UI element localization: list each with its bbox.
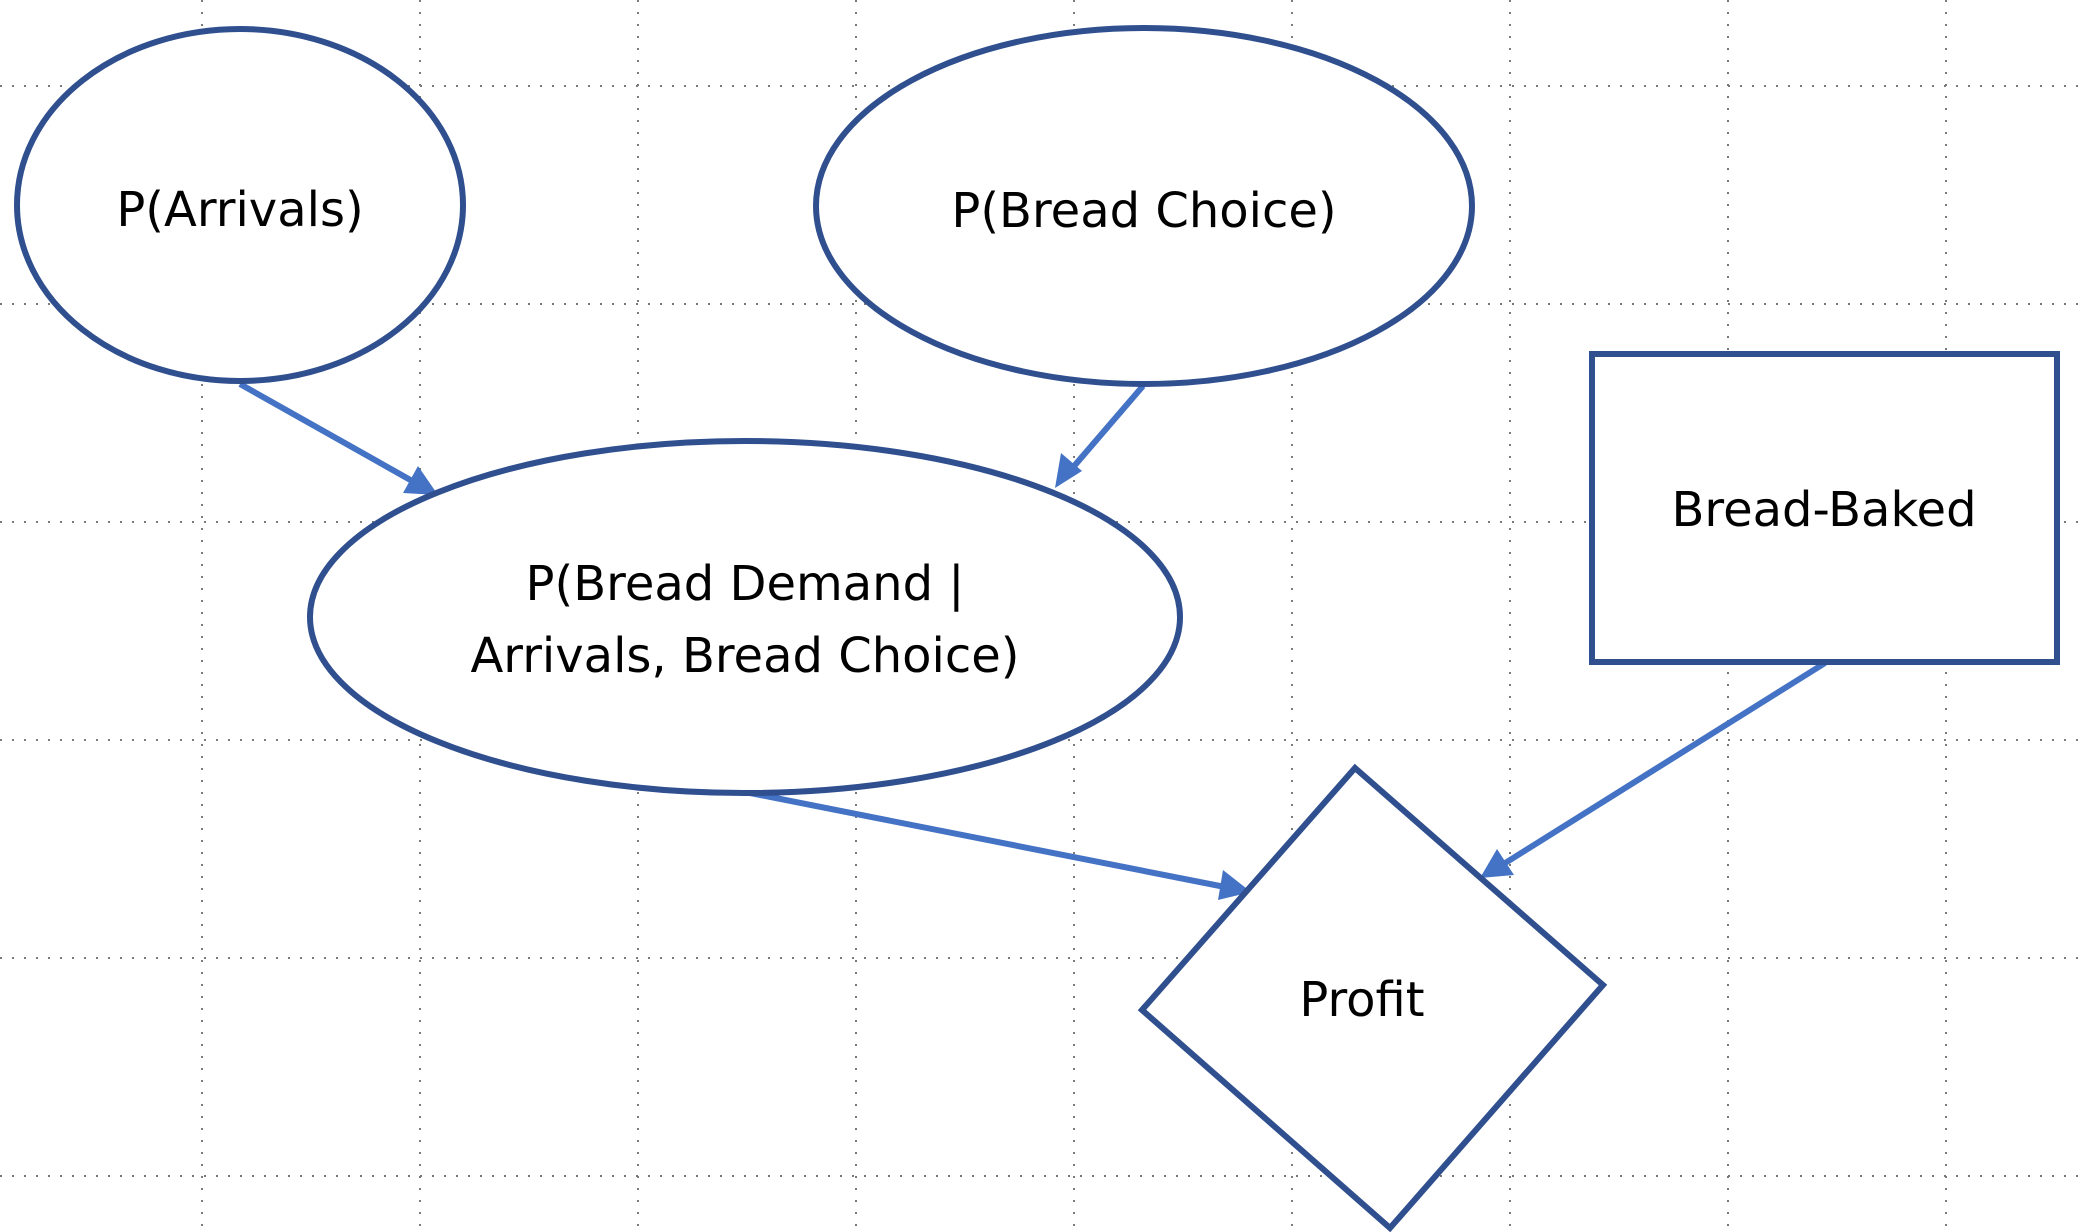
edge-bread-baked-to-profit	[1480, 660, 1827, 878]
edge-arrivals-to-bread-demand	[238, 381, 438, 495]
bread-demand-ellipse	[307, 438, 1183, 796]
bread-choice-label: P(Bread Choice)	[951, 183, 1336, 239]
node-arrivals[interactable]: P(Arrivals)	[14, 26, 466, 384]
bread-demand-label-line1: P(Bread Demand |	[526, 556, 965, 612]
bread-demand-label-line2: Arrivals, Bread Choice)	[470, 628, 1019, 684]
bread-baked-label: Bread-Baked	[1671, 482, 1976, 538]
edges	[238, 381, 1827, 900]
edge-bread-choice-to-bread-demand	[1055, 384, 1146, 488]
arrivals-label: P(Arrivals)	[116, 182, 363, 238]
node-bread-choice[interactable]: P(Bread Choice)	[813, 25, 1475, 387]
arrivals-ellipse	[14, 26, 466, 384]
profit-label: Profit	[1299, 972, 1424, 1028]
node-profit[interactable]: Profit	[1137, 763, 1608, 1232]
node-bread-baked[interactable]: Bread-Baked	[1589, 351, 2060, 665]
edge-bread-demand-to-profit	[744, 789, 1251, 900]
bread-baked-rectangle	[1589, 351, 2060, 665]
node-bread-demand[interactable]: P(Bread Demand | Arrivals, Bread Choice)	[307, 438, 1183, 796]
profit-diamond	[1137, 763, 1608, 1232]
bread-choice-ellipse	[813, 25, 1475, 387]
